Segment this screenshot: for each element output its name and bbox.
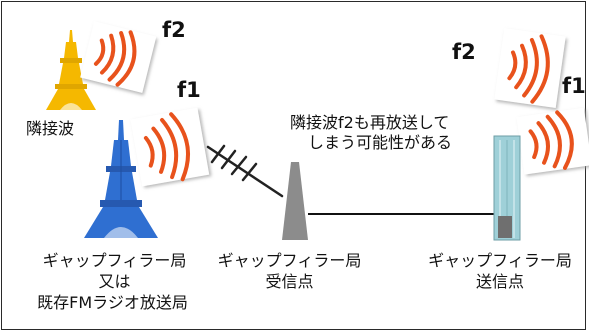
source-tower-icon (84, 120, 158, 238)
f1-label-right: f1 (562, 74, 586, 98)
yagi-antenna-icon (206, 144, 284, 198)
transmitter-tower-icon (493, 135, 521, 241)
waves-icon-f1-right (516, 107, 589, 175)
f2-label-right: f2 (452, 40, 476, 64)
adjacent-wave-label: 隣接波 (26, 119, 75, 138)
adjacent-tower-icon (46, 30, 96, 110)
source-label-line-1: ギャップフィラー局 (42, 251, 187, 270)
waves-icon-f2-left (80, 21, 157, 93)
f2-label-left: f2 (162, 18, 186, 42)
receive-label-line-1: ギャップフィラー局 (217, 251, 362, 270)
receiver-tower-icon (282, 162, 308, 240)
f1-label-left: f1 (177, 78, 201, 102)
receive-label-line-2: 受信点 (265, 272, 314, 291)
note-line-2: しまう可能性がある (308, 133, 453, 152)
waves-icon-f1-left (130, 107, 210, 187)
transmit-label-line-2: 送信点 (475, 272, 524, 291)
source-label-line-3: 既存FMラジオ放送局 (37, 293, 188, 312)
waves-icon-f2-right (494, 28, 566, 108)
note-line-1: 隣接波f2も再放送して (290, 113, 450, 132)
source-label-line-2: 又は (98, 272, 131, 291)
transmit-label-line-1: ギャップフィラー局 (428, 251, 572, 270)
